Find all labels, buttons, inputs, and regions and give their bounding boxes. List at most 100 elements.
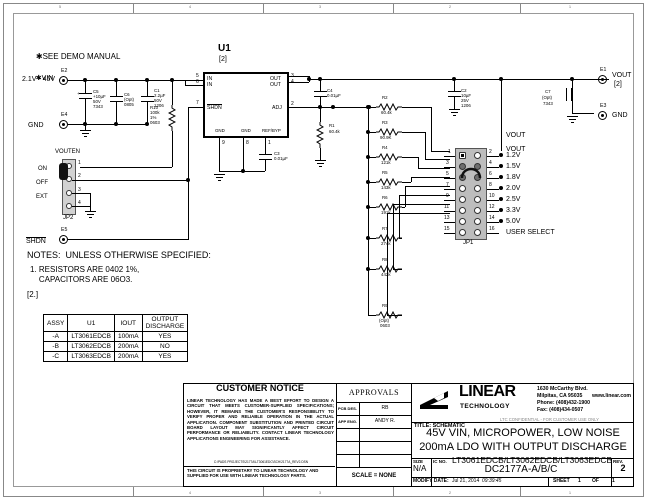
c7-line1: (Opt) — [542, 95, 553, 100]
cell-discharge-c: YES — [141, 351, 189, 362]
zone-marker-top-1: 1 — [568, 4, 572, 9]
th-output-discharge: OUTPUT DISCHARGE — [141, 314, 189, 332]
r6-ref: R6 — [382, 195, 388, 200]
jp2-pin-4[interactable] — [66, 203, 72, 209]
jp1-pin-2[interactable] — [474, 152, 481, 159]
title-label: TITLE: SCHEMATIC — [414, 423, 465, 429]
e5-terminal[interactable] — [59, 235, 68, 244]
jp1-ref: JP1 — [463, 240, 474, 246]
jp1-pin-12[interactable] — [474, 207, 481, 214]
u1-pinnum-1: 1 — [268, 140, 271, 146]
resistor-r5 — [376, 178, 402, 186]
table-row: -C LT3063EDCB 200mA YES — [42, 351, 189, 362]
jp1-pin-8[interactable] — [474, 185, 481, 192]
cell-assy-b: -B — [42, 341, 69, 352]
jp2-pinnum-3: 3 — [78, 187, 81, 193]
jp1-pinnum-6: 6 — [489, 171, 492, 177]
u1-pin-gnd2: GND — [241, 128, 251, 133]
jp1-voltage-5v0: 5.0V — [506, 218, 521, 225]
vout-branch-label: VOUT — [506, 132, 526, 139]
r2-val: 60.4k — [381, 110, 392, 115]
e4-terminal[interactable] — [59, 120, 68, 129]
company-address1: 1630 McCarthy Blvd. — [537, 386, 588, 392]
r3-ref: R3 — [382, 120, 388, 125]
jp1-pin-1[interactable] — [459, 152, 466, 159]
jp2-shunt[interactable] — [59, 163, 68, 180]
u1-pin-gnd1: GND — [215, 128, 225, 133]
u1-pinnum-9: 9 — [222, 140, 225, 146]
resistor-r4 — [376, 153, 402, 161]
u1-pinnum-7: 7 — [196, 100, 199, 106]
cell-u1-b: LT3062EDCB — [67, 341, 115, 352]
e1-terminal[interactable] — [598, 75, 607, 84]
approvals-value-pcb-des: RB — [381, 405, 389, 411]
jp1-pinnum-3: 3 — [446, 160, 449, 166]
jp1-pin-15[interactable] — [459, 229, 466, 236]
jp2-pos-on: ON — [38, 166, 47, 172]
jp1-pin-10[interactable] — [474, 196, 481, 203]
c2-ref: C2 — [461, 88, 467, 93]
jp1-pin-14[interactable] — [474, 218, 481, 225]
c4-val: 0.01µF — [327, 93, 341, 98]
u1-pin-in2: IN — [207, 82, 213, 88]
company-website[interactable]: www.linear.com — [592, 393, 632, 399]
c6-ref: C6 — [124, 92, 130, 97]
jp1-pin-7[interactable] — [459, 185, 466, 192]
c7-ref: C7 — [545, 89, 551, 94]
e5-label: E5 — [61, 227, 68, 233]
e2-terminal[interactable] — [59, 76, 68, 85]
r9-ref: R9 — [382, 303, 388, 308]
notes-bracket: [2.] — [27, 290, 39, 299]
jp1-pin-13[interactable] — [459, 218, 466, 225]
vin-text: VIN — [41, 75, 54, 82]
zone-marker-bottom-4: 4 — [188, 490, 192, 495]
jp1-pin-9[interactable] — [459, 196, 466, 203]
shdn-text: SHDN — [26, 237, 46, 245]
r4-val: 121k — [381, 160, 391, 165]
e4-label: E4 — [61, 112, 68, 118]
u1-chip-body — [203, 72, 289, 138]
company-phone: Phone: (408)432-1900 — [537, 400, 591, 406]
jp2-ref: JP2 — [63, 215, 74, 221]
customer-notice-filepath: C:\PADS PROJECTS\2177A\LT3061EDC\SCH\217… — [213, 460, 309, 464]
r8-val: 442k — [381, 272, 391, 277]
zone-marker-bottom-2: 2 — [448, 490, 452, 495]
cell-u1-c: LT3063EDCB — [67, 351, 115, 362]
capacitor-c7 — [566, 88, 573, 101]
jp1-pin-16[interactable] — [474, 229, 481, 236]
c3-ref: C3 — [274, 151, 280, 156]
e3-terminal[interactable] — [598, 111, 607, 120]
company-fax: Fax: (408)434-0507 — [537, 407, 584, 413]
c2-line1: 10µF — [461, 93, 472, 98]
jp1-pin-3[interactable] — [459, 163, 466, 170]
jp2-pin-3[interactable] — [66, 190, 72, 196]
sheet-border-outer — [3, 3, 644, 497]
r9-pkg: 0603 — [380, 323, 390, 328]
jp1-pin-11[interactable] — [459, 207, 466, 214]
jp1-pin-4[interactable] — [474, 163, 481, 170]
c6-line2: 0805 — [124, 102, 134, 107]
jp1-shunt-jumper[interactable] — [455, 160, 487, 182]
table-row: -B LT3062EDCB 200mA NO — [42, 341, 189, 352]
title-block — [183, 383, 634, 487]
r10-ref: R10 — [150, 105, 159, 110]
r3-val: 90.9K — [380, 135, 392, 140]
jp1-voltage-1v5: 1.5V — [506, 163, 521, 170]
ground-symbol-u1 — [214, 174, 225, 181]
sheet-label: SHEET — [553, 478, 570, 484]
ground-symbol-c2 — [449, 109, 460, 116]
ground-symbol-c7 — [567, 116, 578, 123]
jp1-pinnum-10: 10 — [489, 193, 495, 199]
assembly-table: ASSY U1 IOUT OUTPUT DISCHARGE -A LT3061E… — [42, 314, 189, 362]
c2-line2: 25V — [461, 98, 469, 103]
vout-terminal-label: VOUT — [612, 72, 632, 79]
r10-line1: 100k — [150, 110, 160, 115]
size-value: N/A — [413, 464, 427, 473]
jp1-pinnum-5: 5 — [446, 171, 449, 177]
jp1-pinnum-2: 2 — [489, 149, 492, 155]
approvals-label-pcb-des: PCB DES. — [338, 406, 357, 411]
jp1-voltage-3v3: 3.3V — [506, 207, 521, 214]
c3-val: 0.01µF — [274, 156, 288, 161]
ground-symbol-input — [80, 130, 91, 137]
